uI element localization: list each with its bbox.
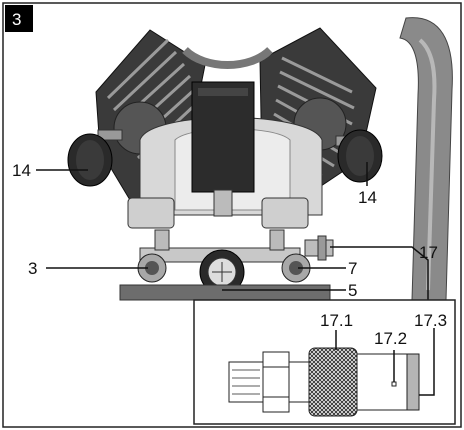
callout-7: 7: [348, 259, 357, 278]
leader-17: [330, 246, 429, 300]
inset-label-17-1: 17.1: [320, 311, 353, 330]
figure-number: 3: [12, 10, 21, 29]
callout-3: 3: [28, 259, 37, 278]
base: [119, 284, 331, 301]
hose-fitting: [304, 235, 334, 261]
callout-5: 5: [348, 281, 357, 300]
pressure-regulator-knob: [199, 249, 245, 295]
outlet-right: [281, 253, 311, 283]
top-pipe: [182, 46, 273, 69]
inset-detail: 17.1 17.2 17.3: [193, 299, 456, 425]
inset-label-17-3: 17.3: [414, 311, 447, 330]
pressure-switch: [191, 81, 255, 217]
inset-label-17-2: 17.2: [374, 329, 407, 348]
callout-14-left: 14: [12, 161, 31, 180]
callout-14-right: 14: [358, 188, 377, 207]
figure-number-badge: [5, 5, 33, 32]
outlet-left: [137, 253, 167, 283]
hose-highlight: [418, 38, 437, 291]
callout-17: 17: [419, 243, 438, 262]
